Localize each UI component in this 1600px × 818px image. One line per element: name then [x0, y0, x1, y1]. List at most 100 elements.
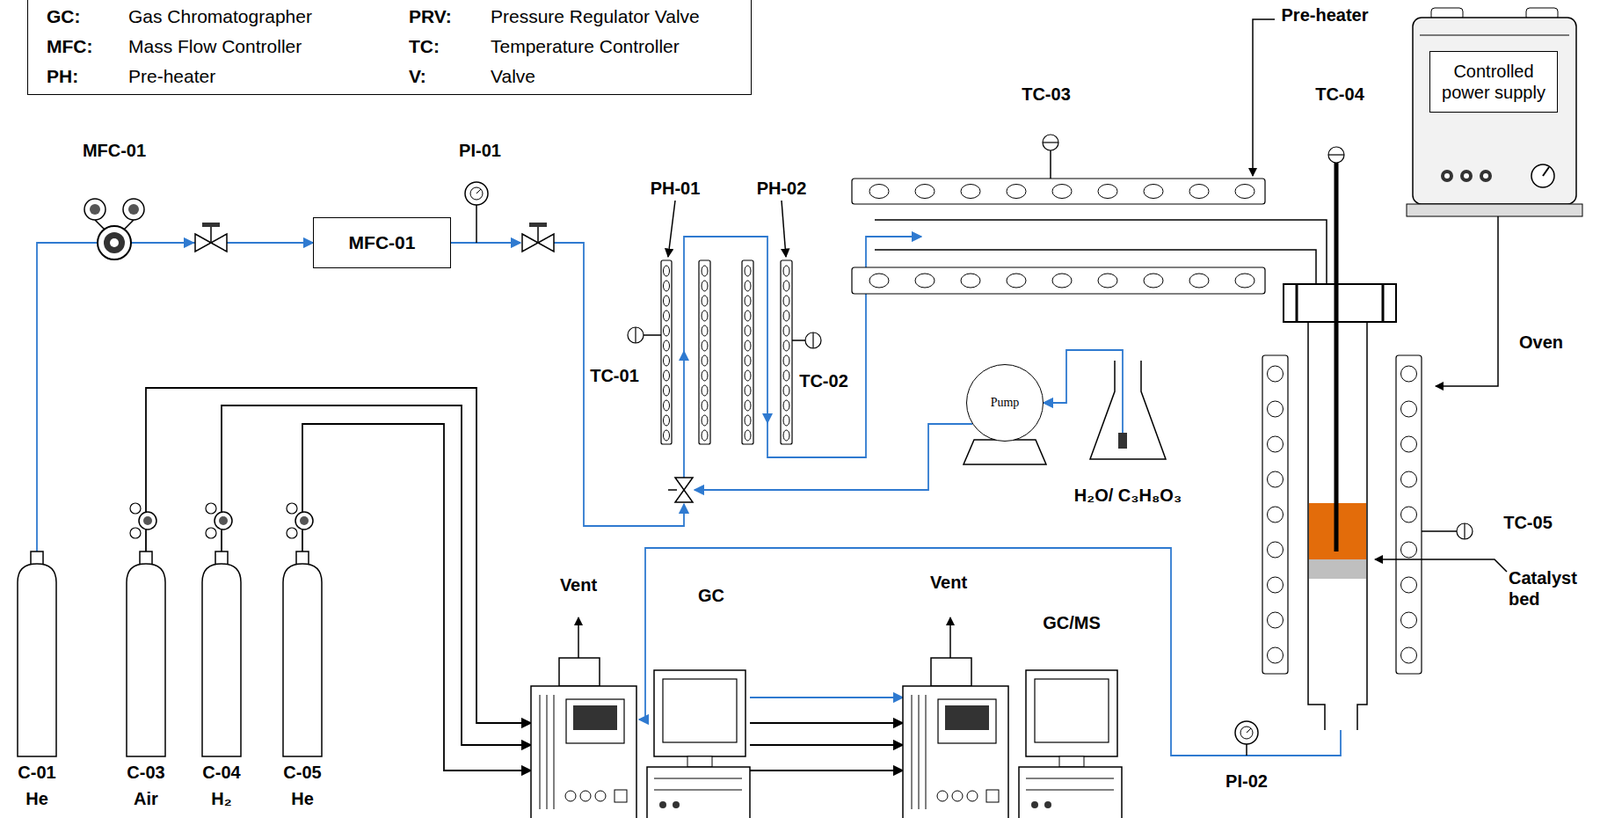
heater-coil	[1098, 184, 1118, 199]
flow-line	[1043, 349, 1123, 403]
pump-and-flask	[1118, 432, 1128, 449]
power-supply	[1406, 7, 1583, 217]
feed-line	[553, 242, 684, 526]
heater-coil	[1401, 365, 1418, 382]
power-supply	[1440, 169, 1454, 182]
heater-coil	[701, 385, 708, 396]
abbreviation: GC:	[46, 5, 81, 28]
node-text: He	[25, 787, 49, 809]
feed-line	[450, 241, 521, 244]
abbreviation: PRV:	[408, 5, 452, 28]
heater-coil	[1006, 273, 1026, 288]
heater-coil	[701, 400, 708, 411]
node-text: Air	[133, 787, 159, 809]
main-regulator	[84, 198, 106, 220]
heater-coil	[701, 355, 708, 366]
heater-coil	[869, 273, 889, 288]
process-illustration	[530, 617, 750, 818]
main-regulator	[123, 198, 145, 220]
power-supply	[1406, 203, 1583, 217]
main-regulator	[128, 203, 139, 215]
power-supply	[1460, 169, 1473, 182]
equipment-label: Vent	[560, 574, 597, 596]
heater-coil	[1267, 611, 1284, 628]
heater-coil	[869, 184, 889, 199]
valve-symbol	[210, 226, 212, 243]
abbreviation-meaning: Pre-heater	[128, 65, 216, 88]
heater-coil	[1143, 273, 1164, 288]
heater-coil	[663, 400, 670, 411]
heater-coil	[663, 429, 670, 441]
equipment-label: TC-05	[1503, 511, 1553, 533]
heater-coil	[744, 295, 751, 306]
heater-coil	[1401, 471, 1418, 488]
heater-coil	[744, 325, 751, 336]
gas-cylinders	[205, 502, 233, 539]
power-supply	[1542, 167, 1550, 176]
valve-symbol	[202, 222, 220, 227]
main-regulator	[97, 225, 131, 260]
main-regulator	[109, 238, 119, 248]
gas-cylinders	[17, 502, 322, 757]
heater-coil	[1267, 365, 1284, 382]
abbreviation: PH:	[46, 65, 79, 88]
heater-coil	[783, 414, 790, 426]
flow-line	[749, 743, 903, 746]
process-illustration	[805, 332, 822, 349]
preheater-bars	[698, 260, 711, 444]
pump-and-flask	[963, 439, 1047, 465]
abbreviation-meaning: Temperature Controller	[490, 35, 680, 58]
power-supply	[1531, 164, 1555, 188]
heater-coil	[701, 370, 708, 381]
power-supply	[1444, 173, 1450, 179]
heater-coil	[783, 310, 790, 321]
heater-coil	[783, 295, 790, 306]
preheater-bars	[851, 267, 1266, 294]
gas-cylinder: C-03Air	[119, 551, 173, 815]
heater-coil	[1267, 506, 1284, 523]
heater-coil	[915, 273, 935, 288]
heater-coil	[1401, 541, 1418, 558]
heater-coil	[744, 385, 751, 396]
gas-cylinders	[17, 551, 57, 757]
pressure-gauge	[476, 189, 481, 194]
abbreviation-meaning: Gas Chromatographer	[128, 5, 313, 28]
heater-coil	[744, 400, 751, 411]
heater-coil	[783, 265, 790, 277]
heater-coil	[1098, 273, 1118, 288]
flow-line	[221, 405, 531, 745]
valve-symbol	[668, 488, 677, 491]
heater-coil	[783, 429, 790, 441]
heater-coil	[744, 370, 751, 381]
gas-cylinders	[202, 551, 241, 757]
preheater-bars	[780, 260, 793, 444]
heater-coil	[1401, 436, 1418, 452]
gas-chromatograph: GC	[530, 580, 750, 817]
node-text: C-05	[283, 761, 321, 783]
gas-cylinders	[130, 502, 157, 539]
abbreviation: MFC:	[46, 35, 93, 58]
heater-coil	[1052, 273, 1072, 288]
node-text: C-03	[126, 761, 165, 783]
gas-cylinders	[283, 551, 322, 757]
pressure-gauge	[475, 204, 478, 243]
equipment-label: Catalyst bed	[1508, 567, 1588, 610]
heater-coil	[701, 310, 708, 321]
heater-coil	[744, 429, 751, 441]
node-text: GC	[698, 584, 725, 606]
heater-coil	[663, 325, 670, 336]
heater-coil	[783, 370, 790, 381]
power-supply-display: Controlled power supply	[1429, 50, 1558, 113]
heater-coil	[701, 414, 708, 426]
heater-coil	[1189, 184, 1209, 199]
feed-line	[694, 423, 973, 490]
heater-coil	[783, 385, 790, 396]
pump-and-flask	[1121, 360, 1124, 433]
heater-coil	[1267, 541, 1284, 558]
heater-coil	[701, 280, 708, 291]
heater-coil	[1401, 576, 1418, 593]
node-text: MFC-01	[349, 231, 416, 254]
flow-line	[302, 423, 531, 771]
preheater-bars	[661, 260, 672, 444]
